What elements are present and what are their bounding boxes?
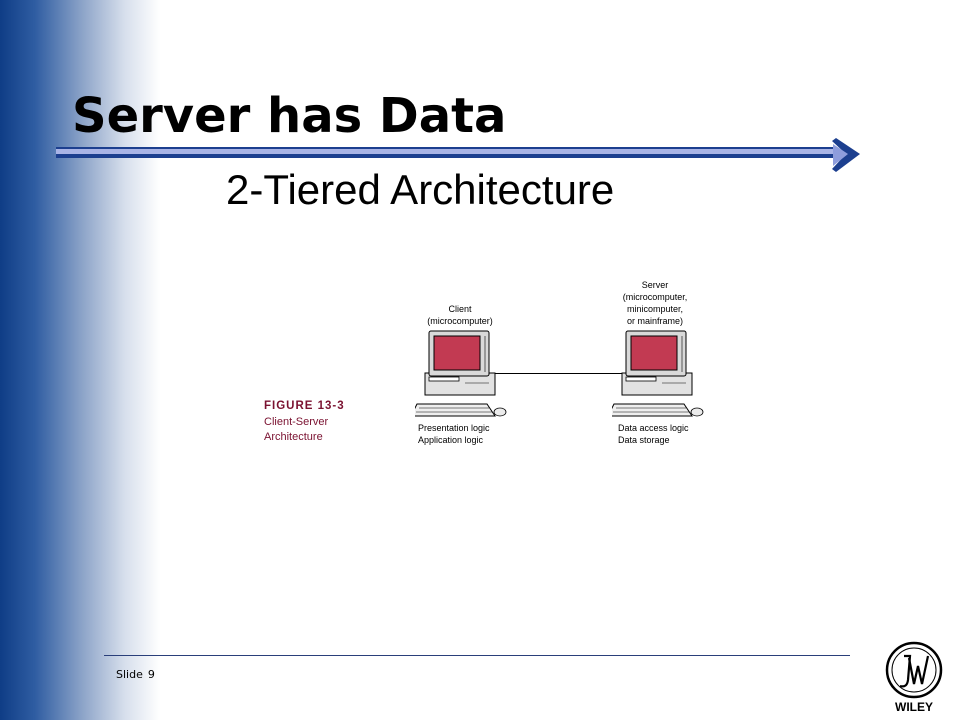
figure-caption-line-2: Architecture <box>264 431 323 443</box>
slide-subtitle: 2-Tiered Architecture <box>226 166 615 213</box>
slide-number-value: 9 <box>147 668 155 681</box>
server-title: Server (microcomputer, minicomputer, or … <box>622 280 688 326</box>
wiley-logo-icon: WILEY <box>885 641 943 714</box>
network-connection-line <box>490 373 625 374</box>
slide-number-label: Slide <box>116 668 143 681</box>
client-logic-labels: Presentation logic Application logic <box>418 423 490 445</box>
client-server-figure: FIGURE 13-3 Client-Server Architecture C… <box>250 270 720 460</box>
slide-title: Server has Data <box>72 88 507 144</box>
title-underline-arrow <box>56 138 860 172</box>
client-computer-icon <box>415 330 507 417</box>
server-computer-icon <box>612 330 704 417</box>
figure-caption-line-1: Client-Server <box>264 416 329 428</box>
wiley-wordmark: WILEY <box>895 700 933 714</box>
client-title: Client (microcomputer) <box>427 304 493 326</box>
footer-divider <box>104 655 850 656</box>
figure-caption-number: FIGURE 13-3 <box>264 400 345 412</box>
slide-number: Slide 9 <box>116 668 160 681</box>
server-logic-labels: Data access logic Data storage <box>618 423 689 445</box>
side-gradient-band <box>0 0 160 720</box>
